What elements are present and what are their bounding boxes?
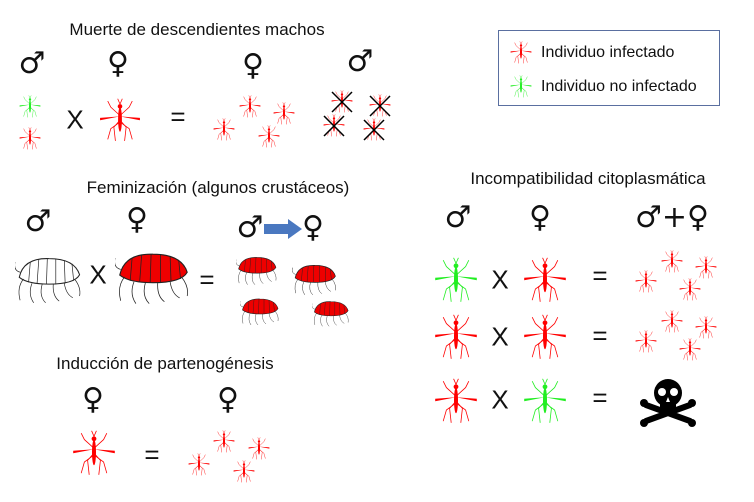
offspring-female-mosquito-icon	[236, 95, 264, 119]
infected-female-mosquito-icon	[519, 314, 571, 362]
offspring-female-mosquito-icon	[245, 437, 273, 461]
offspring-female-mosquito-icon	[185, 453, 213, 477]
legend-uninfected-label: Individuo no infectado	[541, 78, 697, 95]
offspring-amphipod-icon	[236, 254, 278, 286]
infected-female-mosquito-icon	[519, 257, 571, 305]
male-symbol: ♂	[236, 210, 264, 245]
female-symbol: ♀	[217, 382, 239, 417]
infected-male-mosquito-icon	[430, 378, 482, 426]
title-cytoplasmic-incompatibility: Incompatibilidad citoplasmática	[470, 169, 706, 188]
female-symbol: ♀	[82, 382, 104, 417]
offspring-amphipod-icon	[292, 262, 338, 296]
infected-male-mosquito-icon	[430, 314, 482, 362]
equals-sign: =	[199, 264, 215, 295]
cross-sign: X	[66, 104, 84, 135]
infected-female-mosquito-icon	[68, 430, 120, 478]
offspring-mosquito-group	[635, 250, 717, 301]
cross-sign: X	[491, 264, 509, 295]
offspring-female-mosquito-icon	[270, 102, 298, 126]
offspring-amphipod-icon	[240, 296, 280, 326]
cross-sign: X	[491, 321, 509, 352]
offspring-amphipod-icon	[312, 298, 350, 328]
cross-sign: X	[491, 384, 509, 415]
equals-sign: =	[592, 260, 608, 291]
equals-sign: =	[592, 320, 608, 351]
female-symbol: ♀	[529, 200, 551, 235]
title-feminization: Feminización (algunos crustáceos)	[86, 178, 350, 197]
uninfected-mosquito-icon	[507, 75, 535, 99]
male-symbol: ♂	[346, 44, 374, 79]
equals-sign: =	[170, 101, 186, 132]
infected-male-mosquito-icon	[17, 127, 43, 151]
infected-mosquito-icon	[507, 41, 535, 65]
cross-sign: X	[89, 259, 107, 290]
equals-sign: =	[592, 382, 608, 413]
skull-and-crossbones-icon	[640, 379, 696, 427]
legend: Individuo infectado Individuo no infecta…	[498, 30, 720, 106]
offspring-female-mosquito-icon	[255, 125, 283, 149]
legend-infected: Individuo infectado	[507, 41, 674, 65]
female-symbol: ♀	[242, 48, 264, 83]
uninfected-male-mosquito-icon	[17, 95, 43, 119]
arrow-icon	[264, 219, 302, 239]
male-symbol: ♂	[444, 200, 472, 235]
title-parthenogenesis: Inducción de partenogénesis	[56, 354, 274, 373]
legend-infected-label: Individuo infectado	[541, 44, 675, 61]
infected-female-mosquito-icon	[95, 98, 145, 144]
male-symbol: ♂	[18, 46, 46, 81]
uninfected-female-mosquito-icon	[519, 378, 571, 426]
offspring-female-mosquito-icon	[230, 460, 258, 484]
male-plus-female-symbol: ♂+♀	[634, 200, 710, 235]
title-male-killing: Muerte de descendientes machos	[69, 20, 325, 39]
female-symbol: ♀	[126, 202, 148, 237]
equals-sign: =	[144, 439, 160, 470]
offspring-mosquito-group	[635, 310, 717, 361]
uninfected-amphipod-icon	[15, 252, 83, 306]
offspring-female-mosquito-icon	[210, 118, 238, 142]
infected-amphipod-icon	[115, 248, 191, 306]
legend-uninfected: Individuo no infectado	[507, 75, 697, 99]
offspring-female-mosquito-icon	[210, 430, 238, 454]
female-symbol: ♀	[107, 46, 129, 81]
dead-male-offspring-group	[323, 90, 391, 141]
male-symbol: ♂	[24, 204, 52, 239]
uninfected-male-mosquito-icon	[430, 257, 482, 305]
female-symbol: ♀	[302, 210, 324, 245]
